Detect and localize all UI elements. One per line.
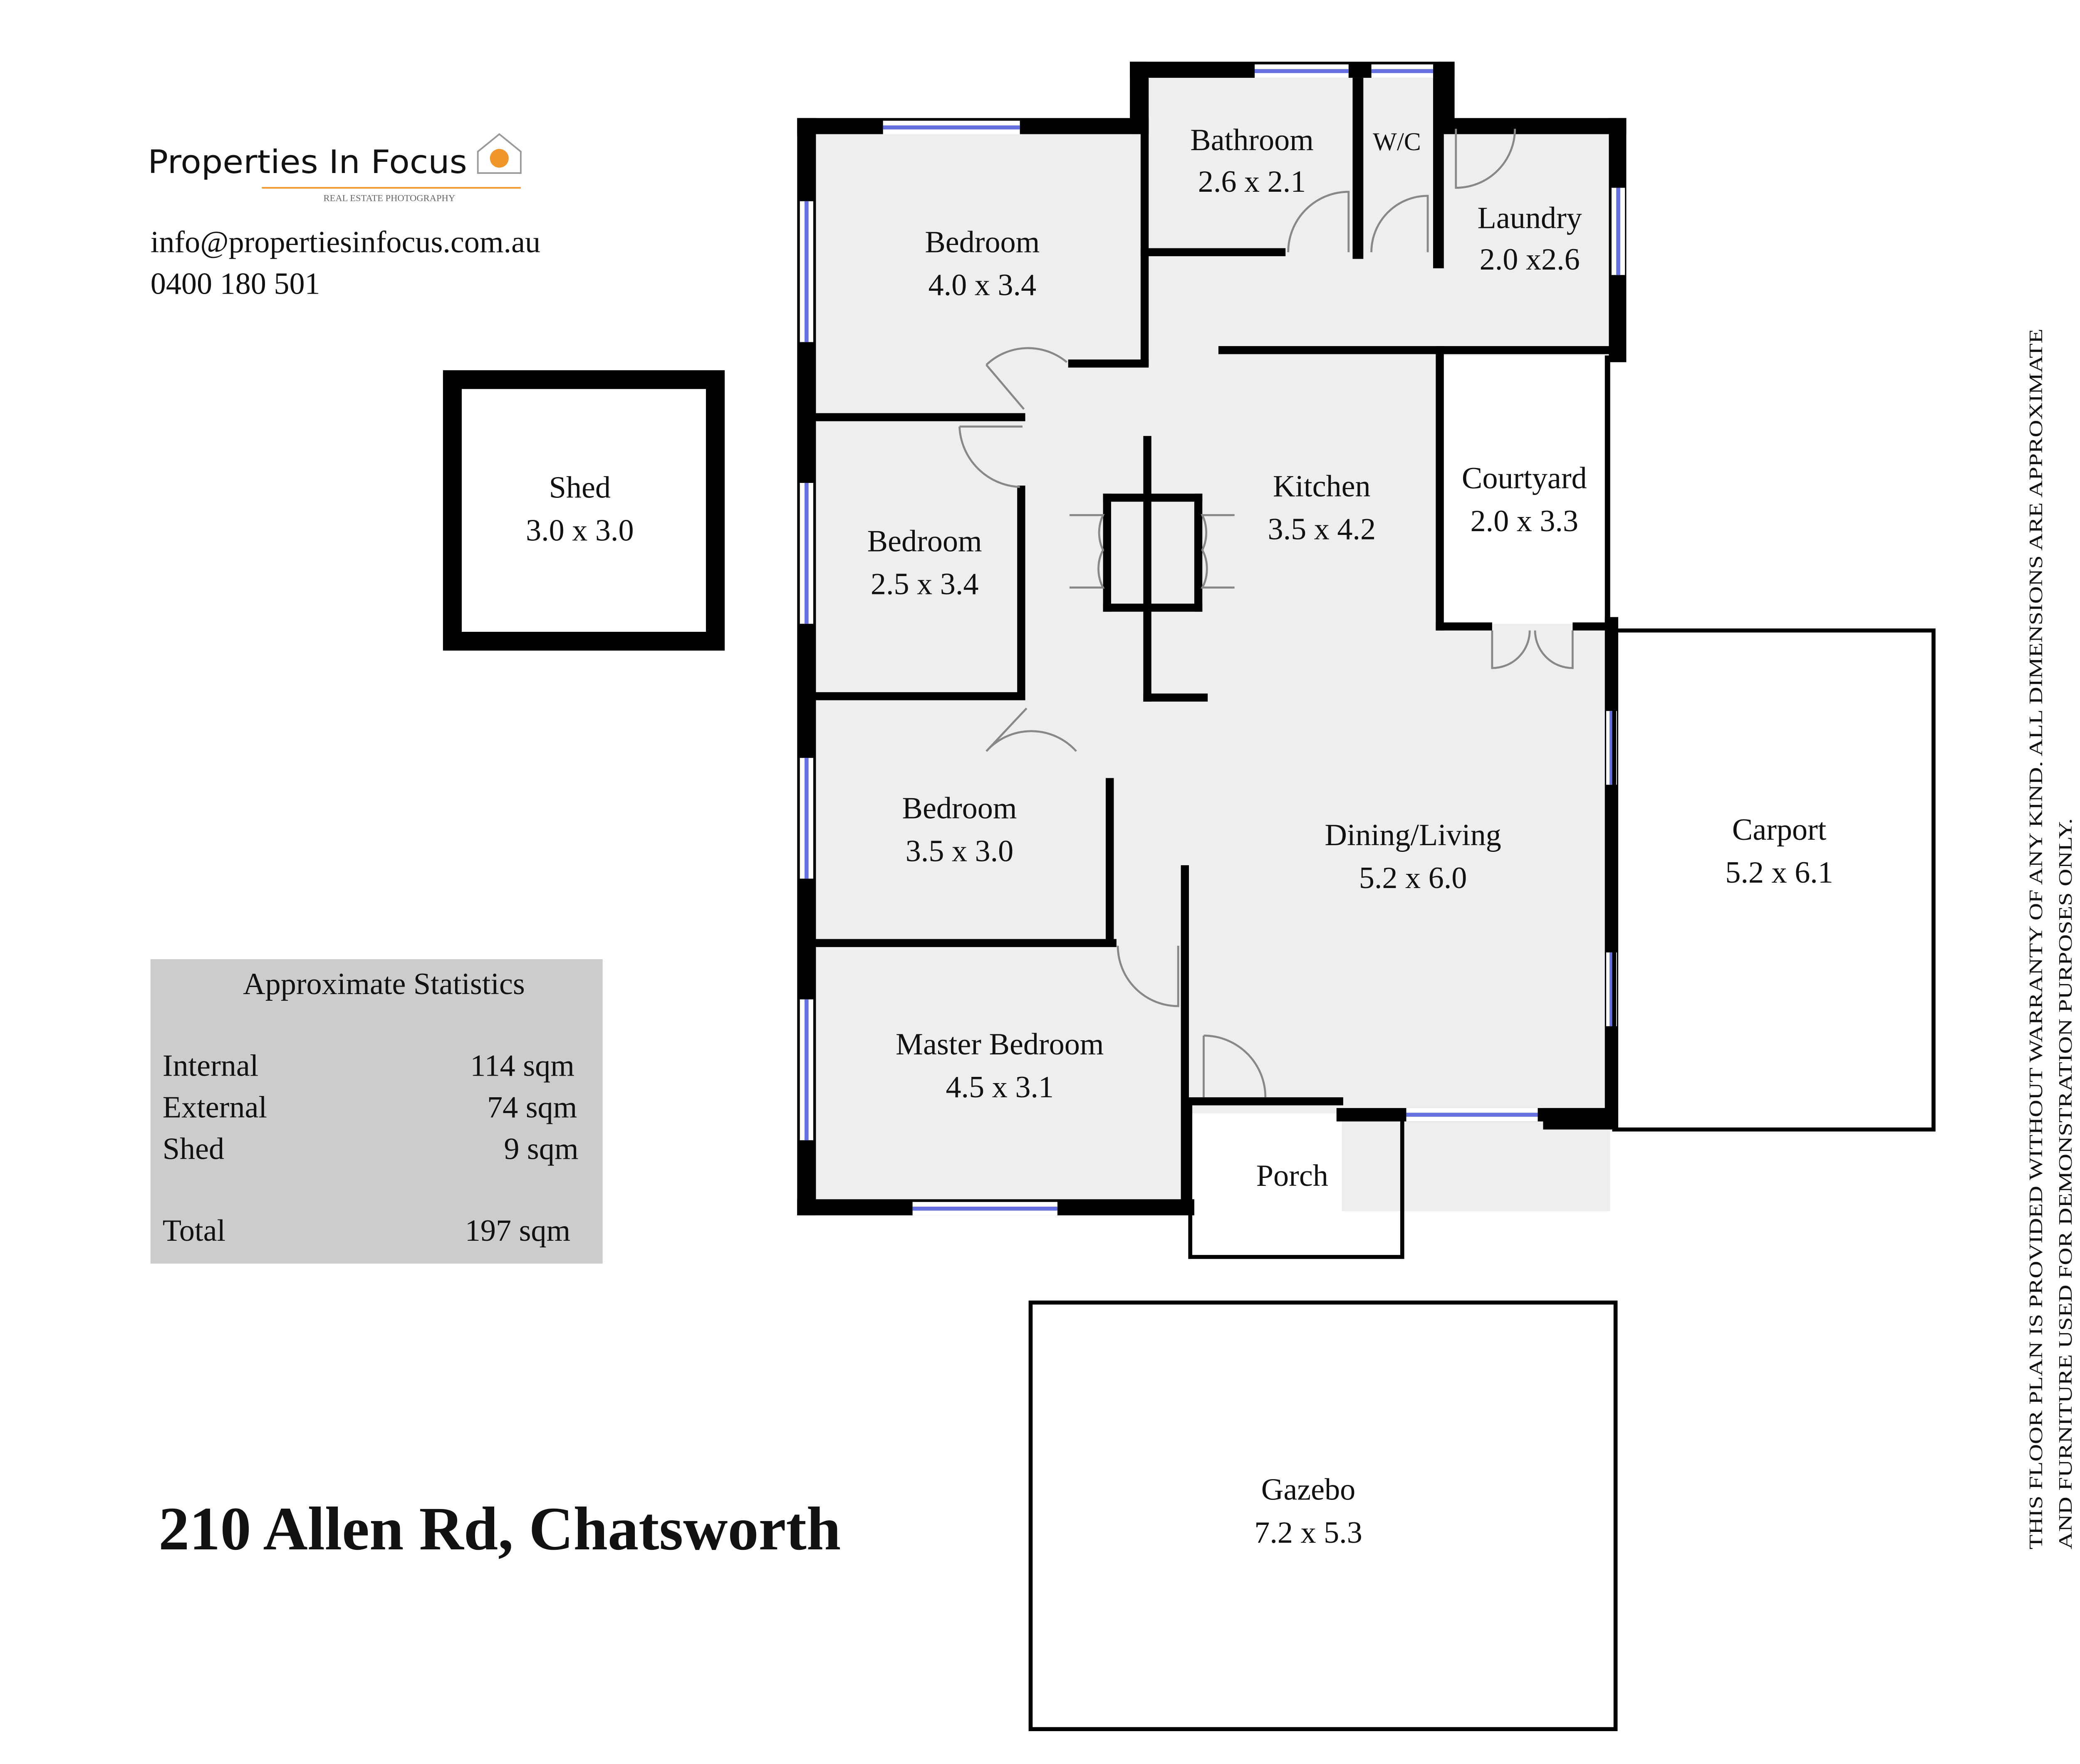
room-name: W/C (1373, 128, 1421, 156)
camera-lens-icon (490, 148, 509, 168)
contact-email[interactable]: info@propertiesinfocus.com.au (151, 225, 540, 259)
room-dims: 3.5 x 3.0 (906, 834, 1014, 868)
statistics-title: Approximate Statistics (243, 967, 525, 1001)
room-name: Laundry (1478, 201, 1582, 235)
windows (800, 64, 1625, 1215)
statistics-panel: Approximate Statistics Internal 114 sqm … (150, 959, 603, 1264)
stat-value: 9 sqm (504, 1132, 578, 1166)
disclaimer-line-1: THIS FLOOR PLAN IS PROVIDED WITHOUT WARR… (2025, 329, 2046, 1549)
room-dims: 7.2 x 5.3 (1254, 1516, 1362, 1550)
disclaimer: THIS FLOOR PLAN IS PROVIDED WITHOUT WARR… (2025, 329, 2076, 1549)
room-dims: 4.5 x 3.1 (946, 1070, 1054, 1104)
stat-value: 114 sqm (470, 1049, 574, 1083)
property-address: 210 Allen Rd, Chatsworth (158, 1495, 841, 1563)
room-dims: 2.6 x 2.1 (1198, 165, 1306, 199)
room-name: Kitchen (1273, 469, 1371, 503)
stat-label: Internal (163, 1049, 259, 1083)
porch-gap (1187, 1113, 1342, 1221)
porch-outline (1188, 1105, 1404, 1259)
room-dims: 4.0 x 3.4 (929, 268, 1037, 302)
room-dims: 2.0 x 3.3 (1470, 504, 1578, 538)
room-dims: 5.2 x 6.1 (1725, 856, 1833, 890)
stat-total-value: 197 sqm (465, 1214, 570, 1248)
room-name: Gazebo (1261, 1473, 1355, 1507)
carport-outline (1612, 628, 1936, 1132)
room-name: Master Bedroom (896, 1027, 1104, 1061)
courtyard-area (1442, 355, 1610, 624)
gazebo-outline (1028, 1300, 1618, 1731)
room-name: Shed (549, 471, 611, 505)
room-dims: 2.0 x2.6 (1480, 242, 1580, 277)
stat-value: 74 sqm (487, 1091, 577, 1125)
floor-fills (813, 78, 1610, 1212)
room-name: Carport (1732, 813, 1827, 847)
room-labels: Bathroom 2.6 x 2.1 W/C Laundry 2.0 x2.6 … (526, 123, 1833, 1550)
room-name: Bedroom (867, 524, 982, 559)
room-dims: 3.5 x 4.2 (1268, 512, 1376, 546)
company-logo: Properties In Focus REAL ESTATE PHOTOGRA… (148, 133, 522, 203)
shed-outline (443, 370, 725, 651)
stat-label: External (163, 1091, 267, 1125)
room-name: Bedroom (925, 225, 1040, 259)
room-dims: 5.2 x 6.0 (1359, 861, 1467, 895)
room-name: Dining/Living (1325, 818, 1501, 852)
room-name: Bathroom (1190, 123, 1314, 157)
stat-total-label: Total (163, 1214, 225, 1248)
room-name: Courtyard (1462, 461, 1587, 495)
contact-phone[interactable]: 0400 180 501 (151, 267, 320, 301)
room-name: Bedroom (902, 791, 1017, 825)
house-icon (477, 133, 522, 174)
room-name: Porch (1256, 1159, 1328, 1193)
logo-subtitle: REAL ESTATE PHOTOGRAPHY (324, 193, 456, 203)
door-swings (958, 129, 1574, 1098)
stat-label: Shed (163, 1132, 224, 1166)
disclaimer-line-2: AND FURNITURE USED FOR DEMONSTRATION PUR… (2055, 818, 2076, 1549)
logo-text: Properties In Focus (148, 143, 467, 181)
room-dims: 3.0 x 3.0 (526, 514, 634, 548)
room-dims: 2.5 x 3.4 (871, 567, 979, 601)
interior-walls (813, 78, 1613, 1214)
